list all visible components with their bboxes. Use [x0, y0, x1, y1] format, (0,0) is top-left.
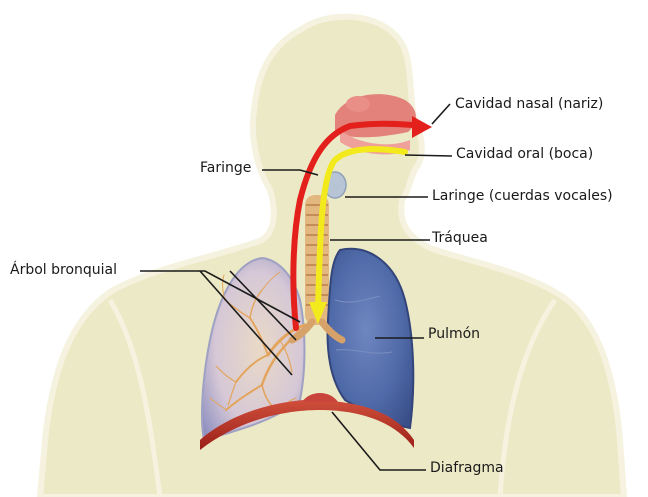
label-larynx: Laringe (cuerdas vocales)	[432, 188, 613, 204]
oral-leader	[405, 155, 452, 156]
nasal-leader	[432, 104, 450, 124]
label-oral-cavity: Cavidad oral (boca)	[456, 146, 593, 162]
label-trachea: Tráquea	[432, 230, 488, 246]
label-nasal-cavity: Cavidad nasal (nariz)	[455, 96, 603, 112]
label-lung: Pulmón	[428, 326, 480, 342]
body-silhouette	[40, 17, 624, 497]
label-diaphragm: Diafragma	[430, 460, 504, 476]
label-pharynx: Faringe	[200, 160, 251, 176]
label-bronchial-tree: Árbol bronquial	[10, 262, 117, 278]
